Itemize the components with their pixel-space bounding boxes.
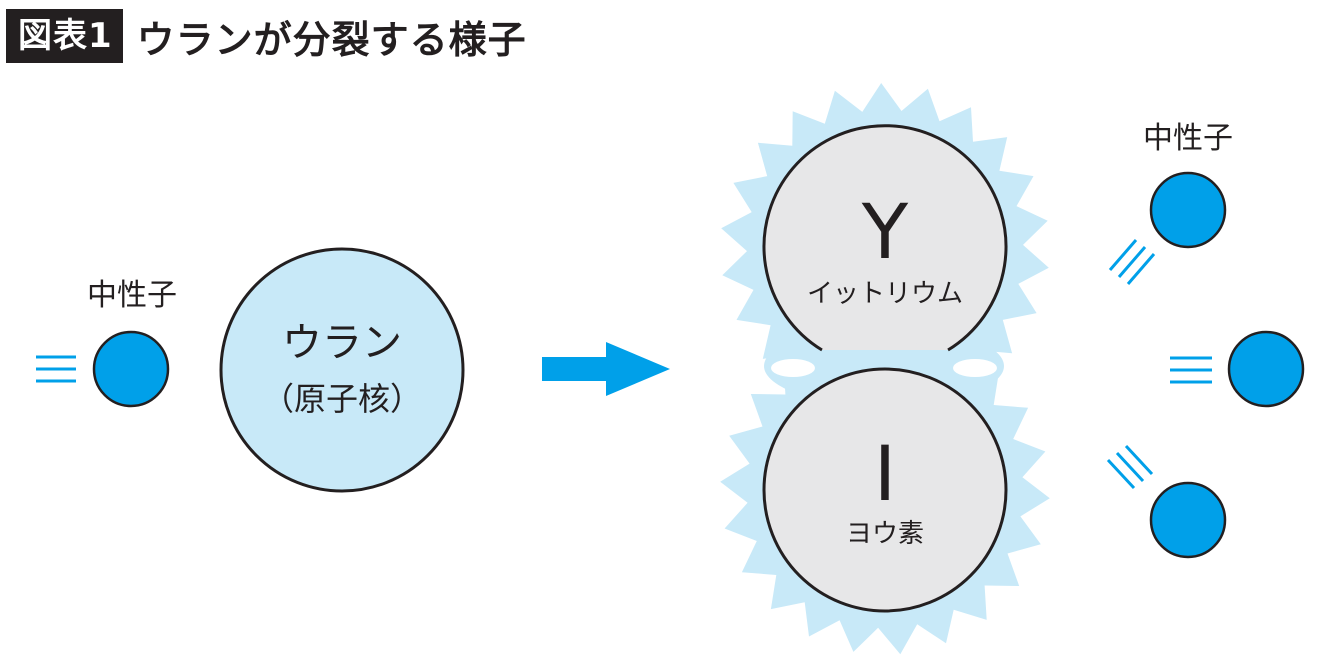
iodine-fragment-group: I ヨウ素 bbox=[762, 367, 1008, 613]
uranium-nucleus bbox=[219, 247, 465, 493]
gap-right bbox=[953, 359, 997, 377]
figure-number-badge: 図表1 bbox=[6, 9, 123, 63]
figure-title: ウランが分裂する様子 bbox=[136, 17, 527, 62]
iodine-nucleus bbox=[762, 367, 1008, 613]
yttrium-fragment-group: Y イットリウム bbox=[762, 124, 1008, 352]
yttrium-name: イットリウム bbox=[807, 279, 963, 309]
title-bar: 図表1 ウランが分裂する様子 bbox=[0, 8, 527, 64]
uranium-nucleus-group: ウラン （原子核） bbox=[219, 247, 465, 493]
uranium-label: ウラン bbox=[282, 320, 402, 366]
outgoing-neutrons-group: 中性子 bbox=[1106, 121, 1305, 559]
incoming-neutron-group: 中性子 bbox=[36, 278, 177, 408]
uranium-sublabel: （原子核） bbox=[262, 380, 422, 418]
neutron-out-2 bbox=[1227, 330, 1305, 408]
neutron-left bbox=[92, 330, 170, 408]
iodine-name: ヨウ素 bbox=[846, 519, 924, 549]
iodine-symbol: I bbox=[874, 429, 896, 518]
motion-lines-icon bbox=[1170, 356, 1212, 384]
neutron-out-3 bbox=[1149, 481, 1227, 559]
motion-lines-icon bbox=[1106, 444, 1154, 490]
neutron-label-right: 中性子 bbox=[1143, 121, 1233, 156]
motion-lines-icon bbox=[36, 355, 76, 383]
yttrium-symbol: Y bbox=[861, 187, 909, 276]
neutron-label-left: 中性子 bbox=[87, 278, 177, 313]
motion-lines-icon bbox=[1108, 239, 1156, 285]
yttrium-nucleus bbox=[762, 124, 1008, 352]
neutron-out-1 bbox=[1149, 171, 1227, 249]
arrow-right-icon bbox=[542, 342, 670, 396]
gap-left bbox=[771, 359, 815, 377]
